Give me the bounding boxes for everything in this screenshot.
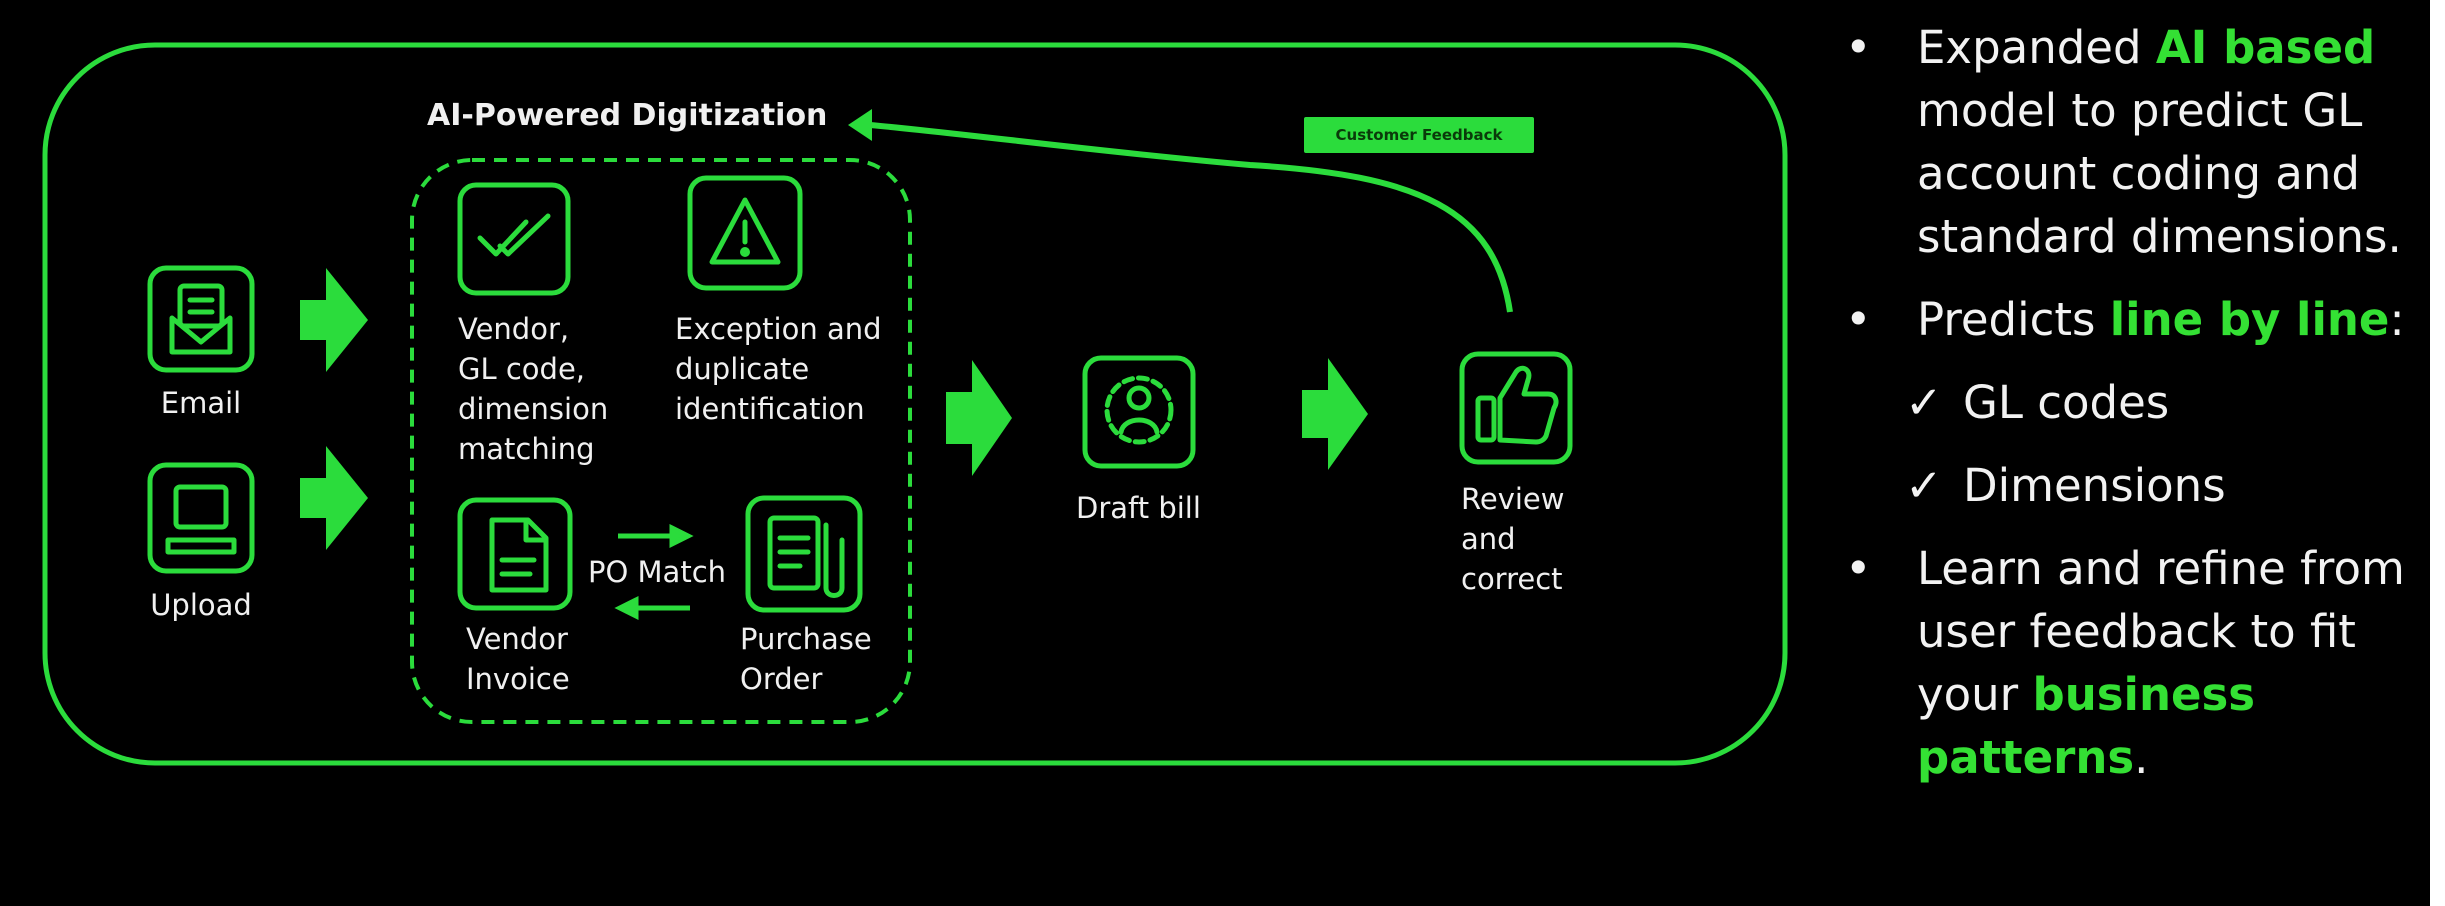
email-icon: [147, 265, 255, 373]
gear-person-icon: [1082, 355, 1196, 469]
upload-label: Upload: [150, 588, 252, 622]
checkmark-icon: ✓: [1905, 459, 1943, 512]
upload-arrow: [300, 446, 368, 550]
digitization-arrow: [946, 360, 1012, 476]
right-margin: [2430, 0, 2445, 906]
bullet-dot: •: [1845, 542, 1872, 595]
po-arrowhead-left: [614, 595, 639, 621]
bullet-dot: •: [1845, 21, 1872, 74]
document-icon: [457, 497, 573, 611]
draft-bill-label: Draft bill: [1076, 491, 1201, 525]
bullet-dot: •: [1845, 293, 1872, 346]
po-arrowhead-right: [669, 523, 694, 549]
vendor-invoice-label: Vendor Invoice: [466, 622, 570, 696]
bullet-ai-model: • Expanded AI based model to predict GL …: [1825, 16, 2425, 268]
check-dimensions: ✓ Dimensions: [1825, 454, 2425, 517]
vendor-match-label: Vendor, GL code, dimension matching: [458, 312, 609, 466]
po-match-label: PO Match: [588, 555, 727, 589]
digitization-group: [410, 158, 912, 724]
exception-label: Exception and duplicate identification: [675, 312, 882, 426]
flow-diagram: [42, 42, 1788, 766]
email-label: Email: [160, 386, 242, 420]
warning-icon: [687, 175, 803, 291]
feedback-arrowhead: [848, 109, 872, 141]
purchase-order-label: Purchase Order: [740, 622, 872, 696]
purchase-order-icon: [745, 495, 863, 613]
upload-laptop-icon: [147, 462, 255, 574]
feature-bullets: • Expanded AI based model to predict GL …: [1825, 16, 2425, 789]
email-arrow: [300, 268, 368, 372]
thumbs-up-icon: [1459, 351, 1573, 465]
double-check-icon: [457, 182, 571, 296]
draft-arrow: [1302, 358, 1368, 470]
bullet-line-by-line: • Predicts line by line:: [1825, 288, 2425, 351]
digitization-title: AI-Powered Digitization: [427, 98, 828, 133]
feedback-arrow: [869, 122, 1513, 313]
process-frame: [42, 42, 1788, 766]
customer-feedback-badge: Customer Feedback: [1304, 117, 1534, 153]
review-label: Review and correct: [1461, 482, 1565, 596]
check-gl-codes: ✓ GL codes: [1825, 371, 2425, 434]
checkmark-icon: ✓: [1905, 376, 1943, 429]
bullet-learn-refine: • Learn and refine from user feedback to…: [1825, 537, 2425, 789]
